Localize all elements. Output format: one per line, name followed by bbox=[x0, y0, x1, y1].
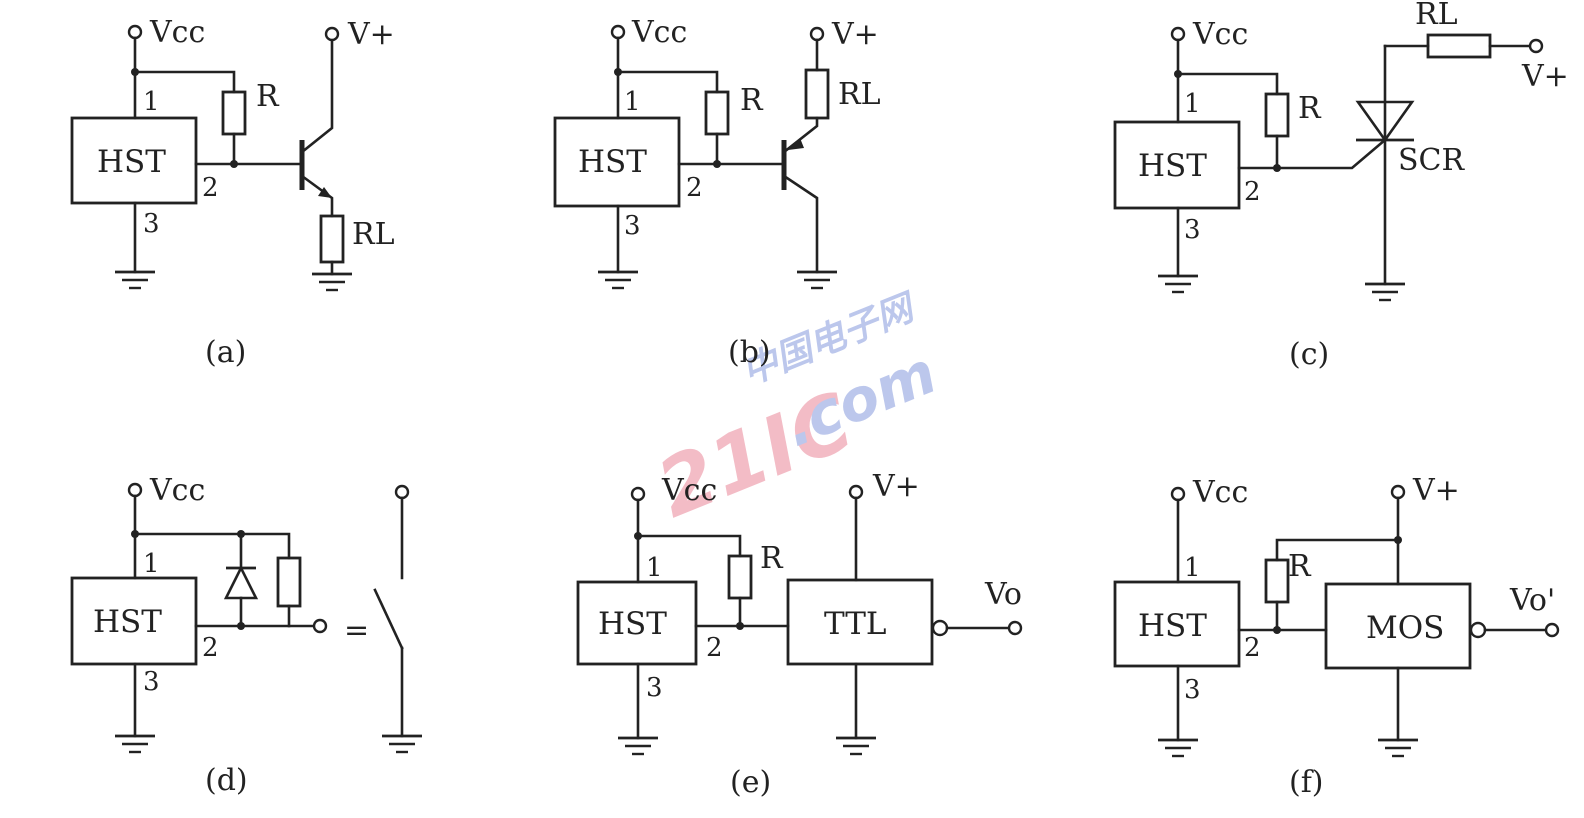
inverter-bubble bbox=[1469, 621, 1487, 639]
hst-label: HST bbox=[1138, 608, 1207, 644]
resistor-r bbox=[221, 90, 247, 136]
vcc-terminal bbox=[630, 486, 646, 502]
inverter-bubble bbox=[931, 619, 949, 637]
resistor-rl bbox=[1426, 33, 1492, 59]
output-terminal bbox=[312, 618, 328, 634]
vplus-label: V+ bbox=[1412, 473, 1460, 508]
vcc-terminal bbox=[610, 24, 626, 40]
r-label: R bbox=[1298, 91, 1322, 126]
pin3-label: 3 bbox=[143, 667, 160, 697]
resistor-r bbox=[1264, 92, 1290, 138]
vo-prime-terminal bbox=[1544, 622, 1560, 638]
pin3-label: 3 bbox=[624, 211, 641, 241]
caption-c: (c) bbox=[1289, 337, 1329, 372]
resistor-r bbox=[727, 554, 753, 600]
vplus-terminal bbox=[848, 484, 864, 500]
vcc-label: Vcc bbox=[631, 15, 687, 50]
r-label: R bbox=[1288, 549, 1312, 584]
vplus-label: V+ bbox=[347, 17, 395, 52]
diode-symbol bbox=[223, 565, 259, 600]
pin3-label: 3 bbox=[1184, 675, 1201, 705]
pin2-label: 2 bbox=[706, 633, 723, 663]
pin2-label: 2 bbox=[202, 633, 219, 663]
hst-label: HST bbox=[1138, 148, 1207, 184]
resistor-rl bbox=[319, 214, 345, 264]
vo-label: Vo bbox=[984, 577, 1022, 612]
pin2-label: 2 bbox=[202, 173, 219, 203]
hst-label: HST bbox=[93, 604, 162, 640]
vcc-terminal bbox=[127, 24, 143, 40]
caption-b: (b) bbox=[728, 335, 771, 370]
pin2-label: 2 bbox=[1244, 633, 1261, 663]
vplus-terminal bbox=[1528, 38, 1544, 54]
pin1-label: 1 bbox=[1184, 89, 1201, 119]
vcc-terminal bbox=[127, 482, 143, 498]
circuit-a: HST Vcc R 1 2 3 V+ RL (a) bbox=[70, 15, 395, 370]
circuit-e: HST Vcc R 1 2 3 TTL V+ Vo (e) bbox=[576, 469, 1023, 800]
vplus-terminal bbox=[1390, 484, 1406, 500]
resistor-rl bbox=[804, 68, 830, 120]
caption-d: (d) bbox=[205, 763, 248, 798]
vplus-terminal bbox=[809, 26, 825, 42]
vplus-label: V+ bbox=[831, 17, 879, 52]
r-label: R bbox=[760, 541, 784, 576]
vo-prime-label: Vo' bbox=[1509, 583, 1555, 618]
vcc-label: Vcc bbox=[149, 15, 205, 50]
caption-f: (f) bbox=[1289, 765, 1324, 800]
switch-terminal bbox=[394, 484, 410, 500]
pin3-label: 3 bbox=[1184, 215, 1201, 245]
vplus-label: V+ bbox=[1521, 59, 1569, 94]
pin1-label: 1 bbox=[646, 553, 663, 583]
circuit-f: HST Vcc 1 2 3 R V+ MOS Vo' (f) bbox=[1113, 473, 1560, 800]
pin1-label: 1 bbox=[1184, 553, 1201, 583]
pin1-label: 1 bbox=[143, 549, 160, 579]
pin2-label: 2 bbox=[1244, 177, 1261, 207]
hst-label: HST bbox=[578, 144, 647, 180]
r-label: R bbox=[256, 79, 280, 114]
vplus-terminal bbox=[324, 26, 340, 42]
vcc-terminal bbox=[1170, 26, 1186, 42]
hst-label: HST bbox=[97, 144, 166, 180]
scr-symbol bbox=[1355, 100, 1415, 143]
vcc-label: Vcc bbox=[149, 473, 205, 508]
ttl-box bbox=[786, 578, 934, 666]
r-label: R bbox=[740, 83, 764, 118]
hst-label: HST bbox=[598, 606, 667, 642]
equals-sign: = bbox=[344, 613, 369, 648]
rl-label: RL bbox=[1415, 0, 1458, 32]
rl-label: RL bbox=[352, 217, 395, 252]
switch-ground bbox=[380, 734, 424, 754]
pin3-label: 3 bbox=[646, 673, 663, 703]
vcc-terminal bbox=[1170, 486, 1186, 502]
circuit-d: HST Vcc 1 2 3 = (d) bbox=[70, 473, 424, 798]
caption-e: (e) bbox=[730, 765, 771, 800]
rl-label: RL bbox=[838, 77, 881, 112]
vcc-label: Vcc bbox=[661, 473, 717, 508]
mos-label: MOS bbox=[1366, 610, 1444, 646]
caption-a: (a) bbox=[205, 335, 246, 370]
pin2-label: 2 bbox=[686, 173, 703, 203]
vo-terminal bbox=[1007, 620, 1023, 636]
vplus-label: V+ bbox=[872, 469, 920, 504]
scr-label: SCR bbox=[1398, 143, 1466, 178]
pin1-label: 1 bbox=[624, 87, 641, 117]
pin3-label: 3 bbox=[143, 209, 160, 239]
vcc-label: Vcc bbox=[1192, 475, 1248, 510]
ttl-label: TTL bbox=[824, 606, 887, 642]
resistor bbox=[276, 556, 302, 608]
resistor-r bbox=[704, 90, 730, 136]
vcc-label: Vcc bbox=[1192, 17, 1248, 52]
resistor-r bbox=[1264, 558, 1290, 604]
pin1-label: 1 bbox=[143, 87, 160, 117]
circuit-b: HST Vcc R 1 2 3 V+ RL (b) bbox=[553, 15, 881, 370]
circuit-c: HST Vcc R 1 2 3 SCR RL V+ (c) bbox=[1113, 0, 1569, 372]
